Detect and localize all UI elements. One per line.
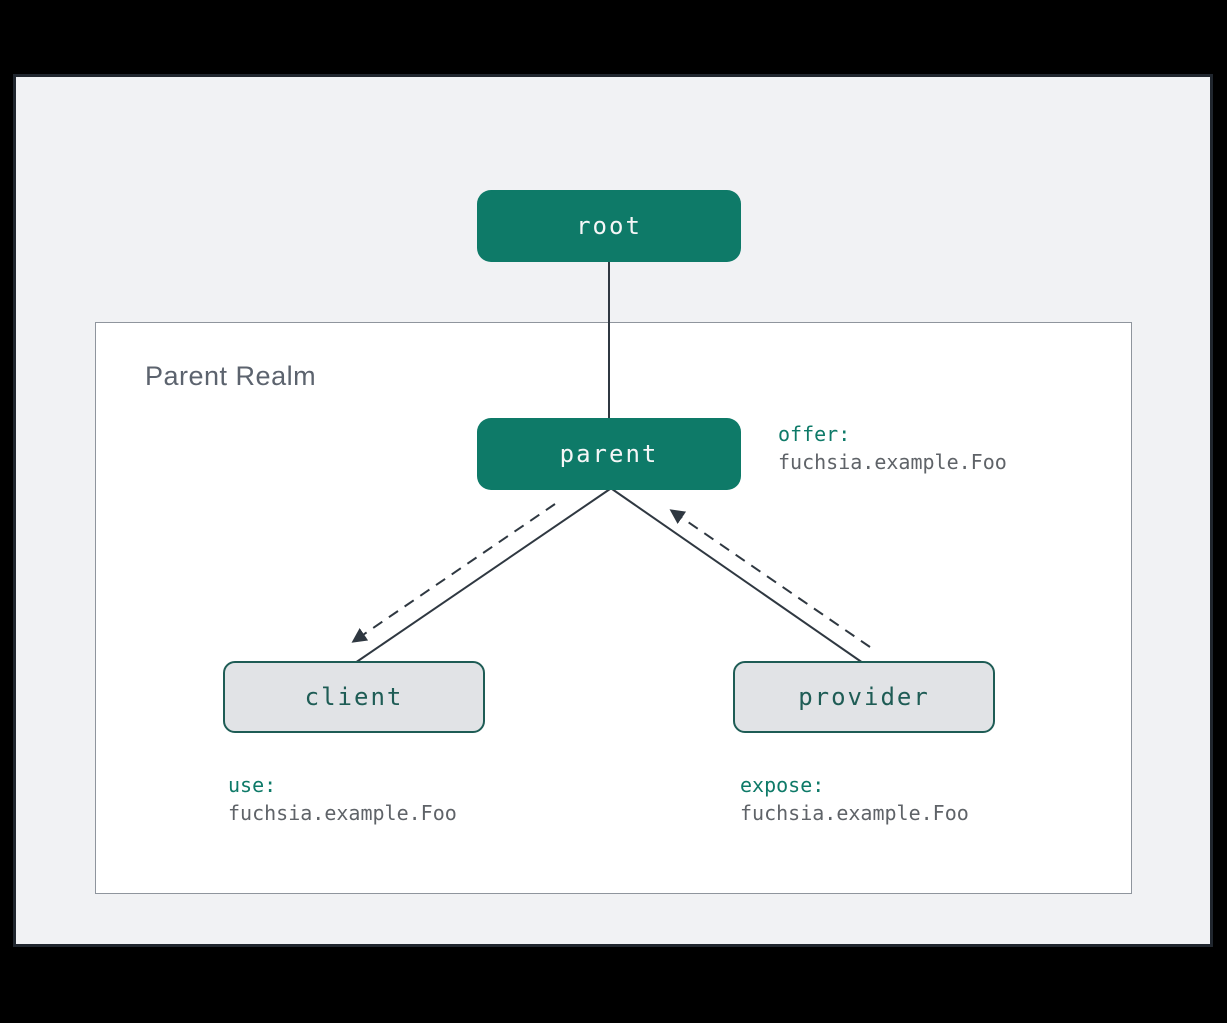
expose-value: fuchsia.example.Foo bbox=[740, 801, 969, 825]
offer-keyword: offer: bbox=[778, 422, 851, 446]
node-client-label: client bbox=[304, 683, 404, 711]
annotation-use: use: fuchsia.example.Foo bbox=[228, 771, 457, 827]
diagram-page: Parent Realm root parent bbox=[13, 74, 1213, 947]
annotation-offer: offer: fuchsia.example.Foo bbox=[778, 420, 1007, 476]
offer-value: fuchsia.example.Foo bbox=[778, 450, 1007, 474]
node-parent: parent bbox=[477, 418, 741, 490]
use-keyword: use: bbox=[228, 773, 277, 797]
node-client: client bbox=[223, 661, 485, 733]
node-provider: provider bbox=[733, 661, 995, 733]
node-parent-label: parent bbox=[559, 440, 659, 468]
annotation-expose: expose: fuchsia.example.Foo bbox=[740, 771, 969, 827]
parent-realm-title: Parent Realm bbox=[145, 361, 317, 391]
expose-keyword: expose: bbox=[740, 773, 825, 797]
node-root-label: root bbox=[576, 212, 642, 240]
use-value: fuchsia.example.Foo bbox=[228, 801, 457, 825]
node-provider-label: provider bbox=[798, 683, 930, 711]
node-root: root bbox=[477, 190, 741, 262]
